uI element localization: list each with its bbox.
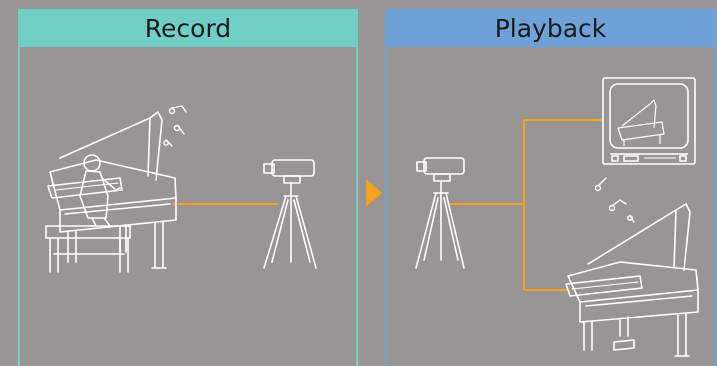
television-icon	[603, 78, 695, 164]
video-camera-icon	[264, 160, 314, 183]
pianist-icon	[46, 155, 130, 272]
tripod-icon	[264, 183, 316, 268]
tripod-icon	[416, 181, 464, 268]
grand-piano-icon	[566, 204, 698, 356]
music-notes-icon	[164, 106, 186, 146]
grand-piano-icon	[48, 112, 176, 268]
playback-connector	[448, 120, 602, 290]
music-notes-icon	[596, 178, 635, 222]
video-camera-icon	[417, 158, 464, 181]
